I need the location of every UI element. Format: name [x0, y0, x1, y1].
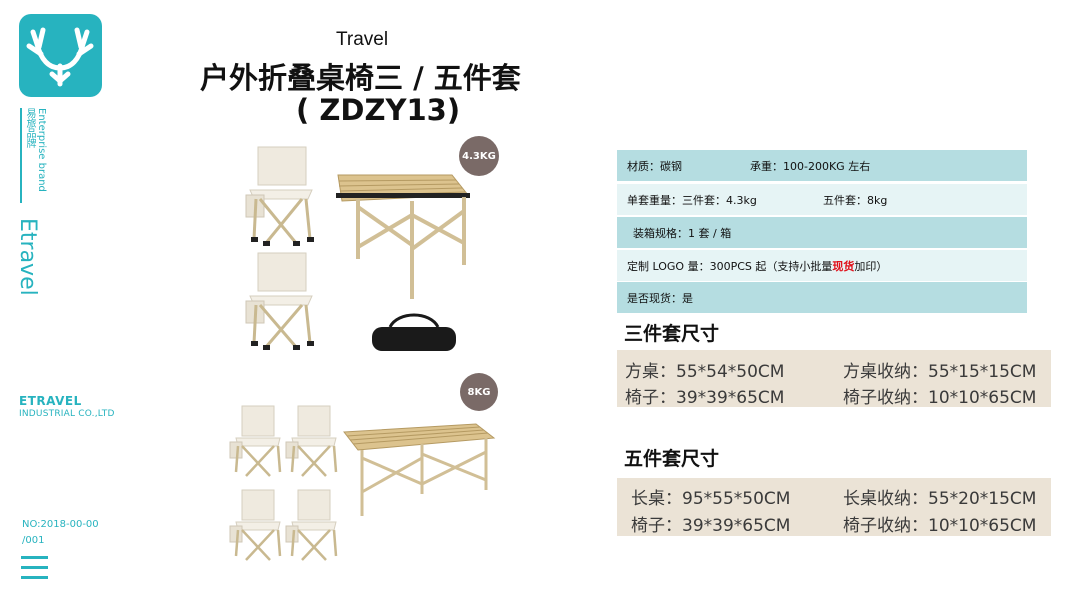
product-image-three-piece	[240, 135, 510, 360]
long-folding-table-image	[343, 423, 496, 516]
spec-weight-three: 单套重量：三件套：4.3kg	[627, 193, 757, 207]
set3-chair-storage: 椅子收纳：10*10*65CM	[843, 388, 1037, 408]
storage-bag-image	[372, 313, 456, 351]
spec-row-weight: 单套重量：三件套：4.3kg 五件套：8kg	[617, 184, 1027, 215]
document-number-line1: NO:2018-00-00	[22, 519, 99, 530]
spec-row-stock: 是否现货：是	[617, 282, 1027, 313]
set5-table-storage: 长桌收纳：55*20*15CM	[843, 489, 1037, 509]
menu-icon[interactable]	[21, 556, 48, 586]
sidebar-etravel-wordmark: Etravel	[15, 218, 40, 296]
folding-chair-image	[245, 252, 314, 350]
set5-size-title: 五件套尺寸	[624, 448, 720, 470]
set3-size-box: 方桌：55*54*50CM 方桌收纳：55*15*15CM 椅子：39*39*6…	[617, 350, 1051, 408]
deer-antler-icon	[26, 27, 94, 87]
spec-logo-pre: 定制 LOGO 量：300PCS 起（支持小批量	[627, 259, 833, 273]
folding-chair-image	[229, 489, 282, 561]
spec-logo-post: 加印）	[854, 259, 888, 273]
spec-load: 承重：100-200KG 左右	[750, 159, 871, 173]
folding-chair-image	[229, 405, 282, 477]
set5-chair-storage: 椅子收纳：10*10*65CM	[843, 516, 1037, 536]
spec-row-packing: 装箱规格：1 套 / 箱	[617, 217, 1027, 248]
folding-chair-image	[245, 146, 314, 246]
spec-weight-five: 五件套：8kg	[823, 193, 888, 207]
sidebar-accent-bar	[20, 108, 22, 203]
model-number: ( ZDZY13)	[296, 93, 461, 127]
spec-packing: 装箱规格：1 套 / 箱	[633, 226, 732, 240]
product-image-five-piece	[222, 398, 502, 573]
spec-stock: 是否现货：是	[627, 291, 693, 305]
set5-size-box: 长桌：95*55*50CM 长桌收纳：55*20*15CM 椅子：39*39*6…	[617, 478, 1051, 536]
folding-table-image	[336, 174, 470, 299]
brand-logo	[19, 14, 102, 97]
folding-chair-image	[285, 405, 338, 477]
set5-chair-size: 椅子：39*39*65CM	[631, 516, 791, 536]
sidebar-vertical-cn: 易旅品牌	[24, 108, 35, 148]
company-subtitle: INDUSTRIAL CO.,LTD	[19, 409, 115, 419]
weight-badge-five-piece: 8KG	[460, 373, 498, 411]
set3-table-storage: 方桌收纳：55*15*15CM	[843, 362, 1037, 382]
weight-badge-three-piece: 4.3KG	[459, 136, 499, 176]
sidebar-vertical-en: Enterprise brand	[36, 108, 47, 192]
company-name: ETRAVEL	[19, 394, 82, 408]
page-subtitle: Travel	[336, 29, 389, 50]
spec-row-material: 材质：碳钢 承重：100-200KG 左右	[617, 150, 1027, 181]
folding-chair-image	[285, 489, 338, 561]
document-number: NO:2018-00-00 /001	[22, 517, 99, 549]
page-title: 户外折叠桌椅三 / 五件套	[200, 61, 521, 95]
spec-logo-highlight: 现货	[832, 259, 855, 273]
spec-row-logo: 定制 LOGO 量：300PCS 起（支持小批量现货加印）	[617, 250, 1027, 281]
document-number-line2: /001	[22, 535, 45, 546]
set5-table-size: 长桌：95*55*50CM	[631, 489, 791, 509]
set3-chair-size: 椅子：39*39*65CM	[625, 388, 785, 408]
set3-size-title: 三件套尺寸	[624, 323, 720, 345]
spec-material: 材质：碳钢	[627, 159, 682, 173]
set3-table-size: 方桌：55*54*50CM	[625, 362, 785, 382]
